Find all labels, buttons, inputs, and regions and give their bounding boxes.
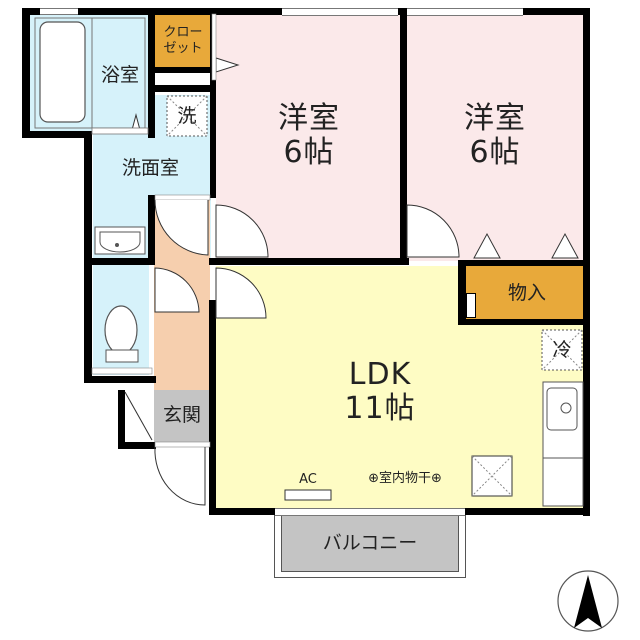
closet-label-line1: クロー	[163, 25, 203, 40]
wall-room-divider	[400, 8, 407, 265]
wall-bath-right	[148, 8, 155, 138]
wall-storage-left	[458, 260, 466, 324]
wall-closet-bottom	[148, 67, 214, 73]
wall-hall-left	[148, 195, 155, 265]
western-room-1-name: 洋室	[278, 101, 340, 136]
wall-bath-bottom	[22, 131, 90, 138]
north-arrow-icon	[574, 575, 602, 628]
western-room-1-size: 6帖	[283, 135, 335, 170]
western-room-2-name: 洋室	[464, 101, 526, 136]
closet-label: クロー ゼット	[155, 16, 211, 66]
ldk-name: LDK	[348, 357, 412, 392]
ldk-size: 11帖	[344, 391, 416, 426]
window-room2	[407, 8, 523, 16]
door-washroom-icon	[154, 199, 209, 256]
balcony-label: バルコニー	[322, 532, 418, 554]
wall-wash-right	[210, 8, 216, 198]
wall-storage-bottom	[458, 319, 588, 325]
closet-label-line2: ゼット	[163, 41, 203, 56]
wall-toilet-bottom	[84, 376, 156, 383]
wall-entrance-bottom	[118, 442, 156, 449]
western-room-1-label: 洋室 6帖	[216, 96, 402, 176]
western-room-2-label: 洋室 6帖	[402, 96, 588, 176]
window-balcony	[275, 508, 465, 516]
washer-space-label: 洗	[177, 105, 197, 127]
wall-entrance-left	[118, 390, 125, 448]
door-ldk-icon	[215, 267, 267, 319]
western-room-2-size: 6帖	[469, 135, 521, 170]
window-bath	[40, 8, 78, 15]
wall-closet-bottom2	[148, 85, 214, 92]
wall-wash-bottom	[92, 258, 152, 265]
wall-storage-top	[458, 260, 588, 266]
wall-left-wash	[84, 131, 92, 383]
indoor-drying-label: ⊕室内物干⊕	[368, 471, 442, 486]
storage-label: 物入	[507, 282, 546, 304]
ldk-label: LDK 11帖	[300, 352, 460, 432]
wall-rooms-bottom	[209, 258, 409, 265]
fridge-space-label: 冷	[552, 339, 572, 361]
door-room1-icon	[215, 204, 269, 258]
window-room1	[282, 8, 398, 16]
wall-left-bath	[22, 8, 30, 138]
bathroom-label: 浴室	[100, 64, 139, 86]
air-conditioner-icon	[284, 489, 332, 501]
ac-label: AC	[299, 472, 317, 487]
door-toilet-icon	[154, 267, 200, 313]
entrance	[154, 390, 210, 442]
entrance-label: 玄関	[162, 404, 201, 426]
storage	[466, 266, 583, 320]
door-room2-icon	[406, 204, 460, 258]
door-entrance-icon	[154, 446, 206, 506]
sink-icon	[99, 231, 141, 253]
washroom-label: 洗面室	[121, 157, 179, 179]
wall-right	[583, 8, 590, 516]
balcony	[281, 514, 459, 572]
toilet-icon	[104, 305, 138, 355]
storage-notch	[466, 293, 476, 318]
wall-ldk-left	[209, 300, 216, 512]
bathtub-icon	[39, 21, 86, 123]
closet	[155, 14, 211, 68]
